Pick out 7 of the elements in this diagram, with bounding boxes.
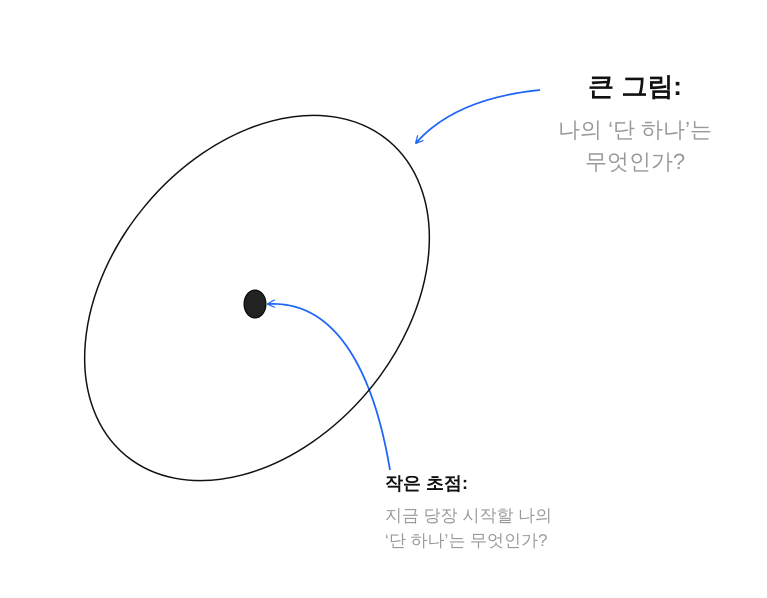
heading: 작은 초점: <box>385 472 469 495</box>
small-dot <box>243 289 267 319</box>
heading: 큰 그림: <box>587 70 683 103</box>
question-text: 나의 ‘단 하나’는 무엇인가? <box>557 116 713 176</box>
arrow <box>266 300 391 470</box>
question-text: 지금 당장 시작할 나의 ‘단 하나’는 무엇인가? <box>385 505 554 552</box>
arrow <box>414 89 540 144</box>
